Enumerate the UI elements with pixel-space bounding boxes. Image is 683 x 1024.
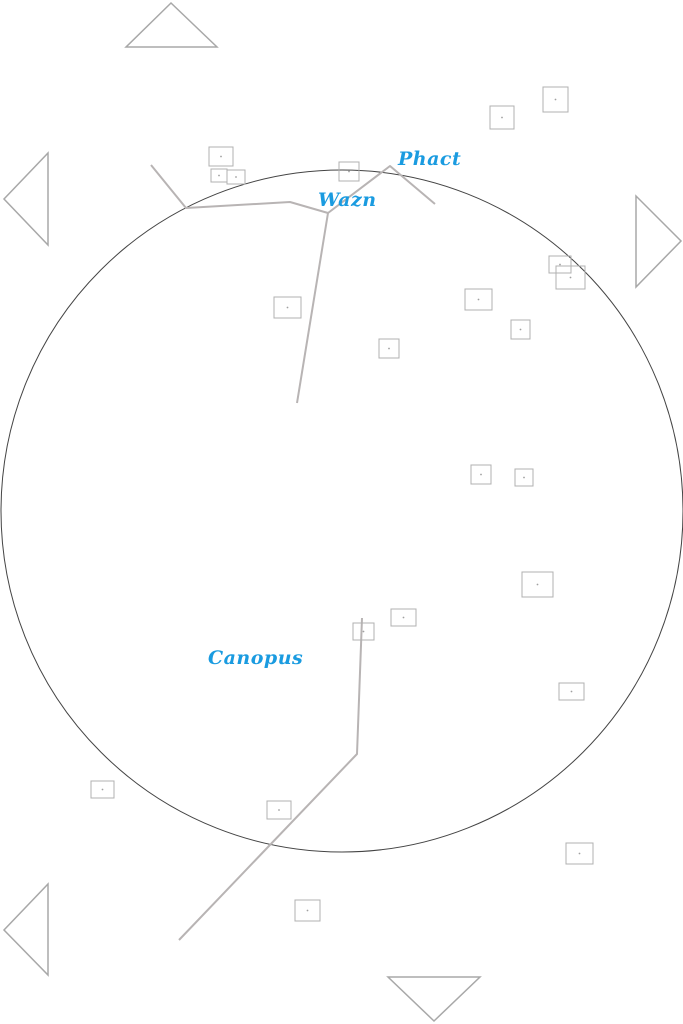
triangle-up-icon[interactable] — [124, 1, 219, 48]
triangle-left-icon[interactable] — [2, 151, 49, 247]
star-marker[interactable] — [90, 780, 115, 799]
star-marker[interactable] — [208, 146, 234, 167]
star-label-canopus: Canopus — [208, 647, 303, 669]
constellation-line-upper-spur — [296, 212, 329, 404]
star-marker[interactable] — [555, 265, 586, 290]
star-marker[interactable] — [514, 468, 534, 487]
star-marker[interactable] — [565, 842, 594, 865]
star-marker[interactable] — [558, 682, 585, 701]
star-marker[interactable] — [352, 622, 375, 641]
star-marker[interactable] — [273, 296, 302, 319]
view-circle — [0, 169, 683, 853]
star-marker[interactable] — [294, 899, 321, 922]
star-marker[interactable] — [390, 608, 417, 627]
constellation-line-lower — [178, 617, 363, 941]
star-marker[interactable] — [226, 169, 246, 185]
constellation-line-upper — [150, 164, 436, 214]
star-marker[interactable] — [266, 800, 292, 820]
triangle-right-icon[interactable] — [635, 194, 683, 289]
triangle-left-icon[interactable] — [2, 882, 49, 977]
star-marker[interactable] — [489, 105, 515, 130]
star-marker[interactable] — [378, 338, 400, 359]
star-label-phact: Phact — [397, 148, 461, 170]
star-marker[interactable] — [338, 161, 360, 182]
star-label-wazn: Wazn — [318, 189, 377, 211]
star-marker[interactable] — [470, 464, 492, 485]
star-marker[interactable] — [542, 86, 569, 113]
star-marker[interactable] — [521, 571, 554, 598]
star-marker[interactable] — [548, 255, 572, 274]
triangle-down-icon[interactable] — [386, 976, 482, 1023]
star-marker[interactable] — [510, 319, 531, 340]
star-marker[interactable] — [464, 288, 493, 311]
star-marker[interactable] — [210, 168, 228, 183]
